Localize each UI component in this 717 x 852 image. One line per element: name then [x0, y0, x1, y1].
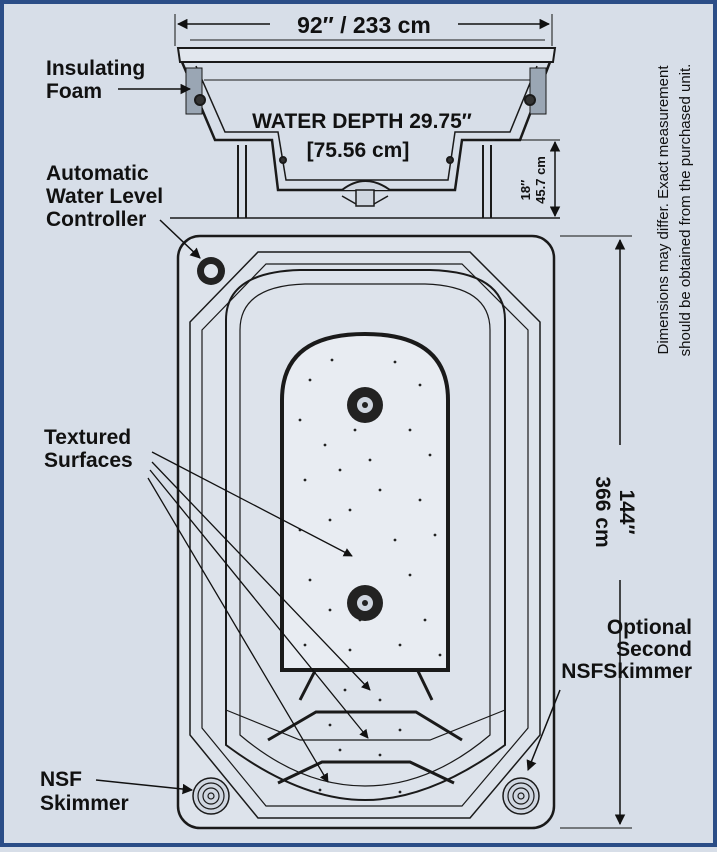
- water-level-controller-fixture: [197, 257, 225, 285]
- disclaimer-line-2: should be obtained from the purchased un…: [677, 64, 694, 357]
- nsf-skimmer-fixture: [192, 777, 230, 815]
- optional-skimmer-label-1: Optional: [607, 616, 692, 639]
- texture-dots: [298, 358, 442, 794]
- water-depth-label: WATER DEPTH 29.75″: [252, 110, 472, 133]
- height-inch-label: 18″: [518, 180, 533, 201]
- nsf-skimmer-label-1: NSF: [40, 768, 82, 791]
- water-depth-metric-label: [75.56 cm]: [307, 139, 410, 162]
- drain-top: [347, 387, 383, 423]
- insulating-foam-label-1: Insulating: [46, 57, 145, 80]
- callout-optional-skimmer: Optional Second NSFSkimmer: [526, 616, 692, 771]
- drain-bottom: [347, 585, 383, 621]
- callout-insulating-foam: Insulating Foam: [46, 57, 192, 103]
- length-dimension: 144″ 366 cm: [560, 235, 638, 829]
- disclaimer-line-1: Dimensions may differ. Exact measurement: [655, 65, 672, 355]
- textured-label-2: Surfaces: [44, 449, 133, 472]
- width-dimension: 92″ / 233 cm: [174, 12, 553, 46]
- callout-nsf-skimmer: NSF Skimmer: [40, 768, 194, 815]
- height-dimension: 18″ 45.7 cm: [495, 139, 561, 218]
- width-label: 92″ / 233 cm: [297, 12, 431, 38]
- controller-label-2: Water Level: [46, 185, 163, 208]
- optional-skimmer-label-3: NSFSkimmer: [561, 660, 692, 683]
- optional-skimmer-label-2: Second: [616, 638, 692, 661]
- controller-label-1: Automatic: [46, 162, 149, 185]
- callout-textured-surfaces: Textured Surfaces: [44, 426, 371, 783]
- nsf-skimmer-label-2: Skimmer: [40, 792, 129, 815]
- second-skimmer-fixture: [502, 777, 540, 815]
- length-inch-label: 144″: [615, 489, 638, 534]
- height-cm-label: 45.7 cm: [533, 156, 548, 204]
- side-view: [170, 39, 560, 219]
- length-cm-label: 366 cm: [591, 476, 614, 547]
- callout-water-level-controller: Automatic Water Level Controller: [46, 162, 201, 259]
- top-view: [176, 234, 556, 830]
- controller-label-3: Controller: [46, 208, 146, 231]
- insulating-foam-label-2: Foam: [46, 80, 102, 103]
- textured-label-1: Textured: [44, 426, 131, 449]
